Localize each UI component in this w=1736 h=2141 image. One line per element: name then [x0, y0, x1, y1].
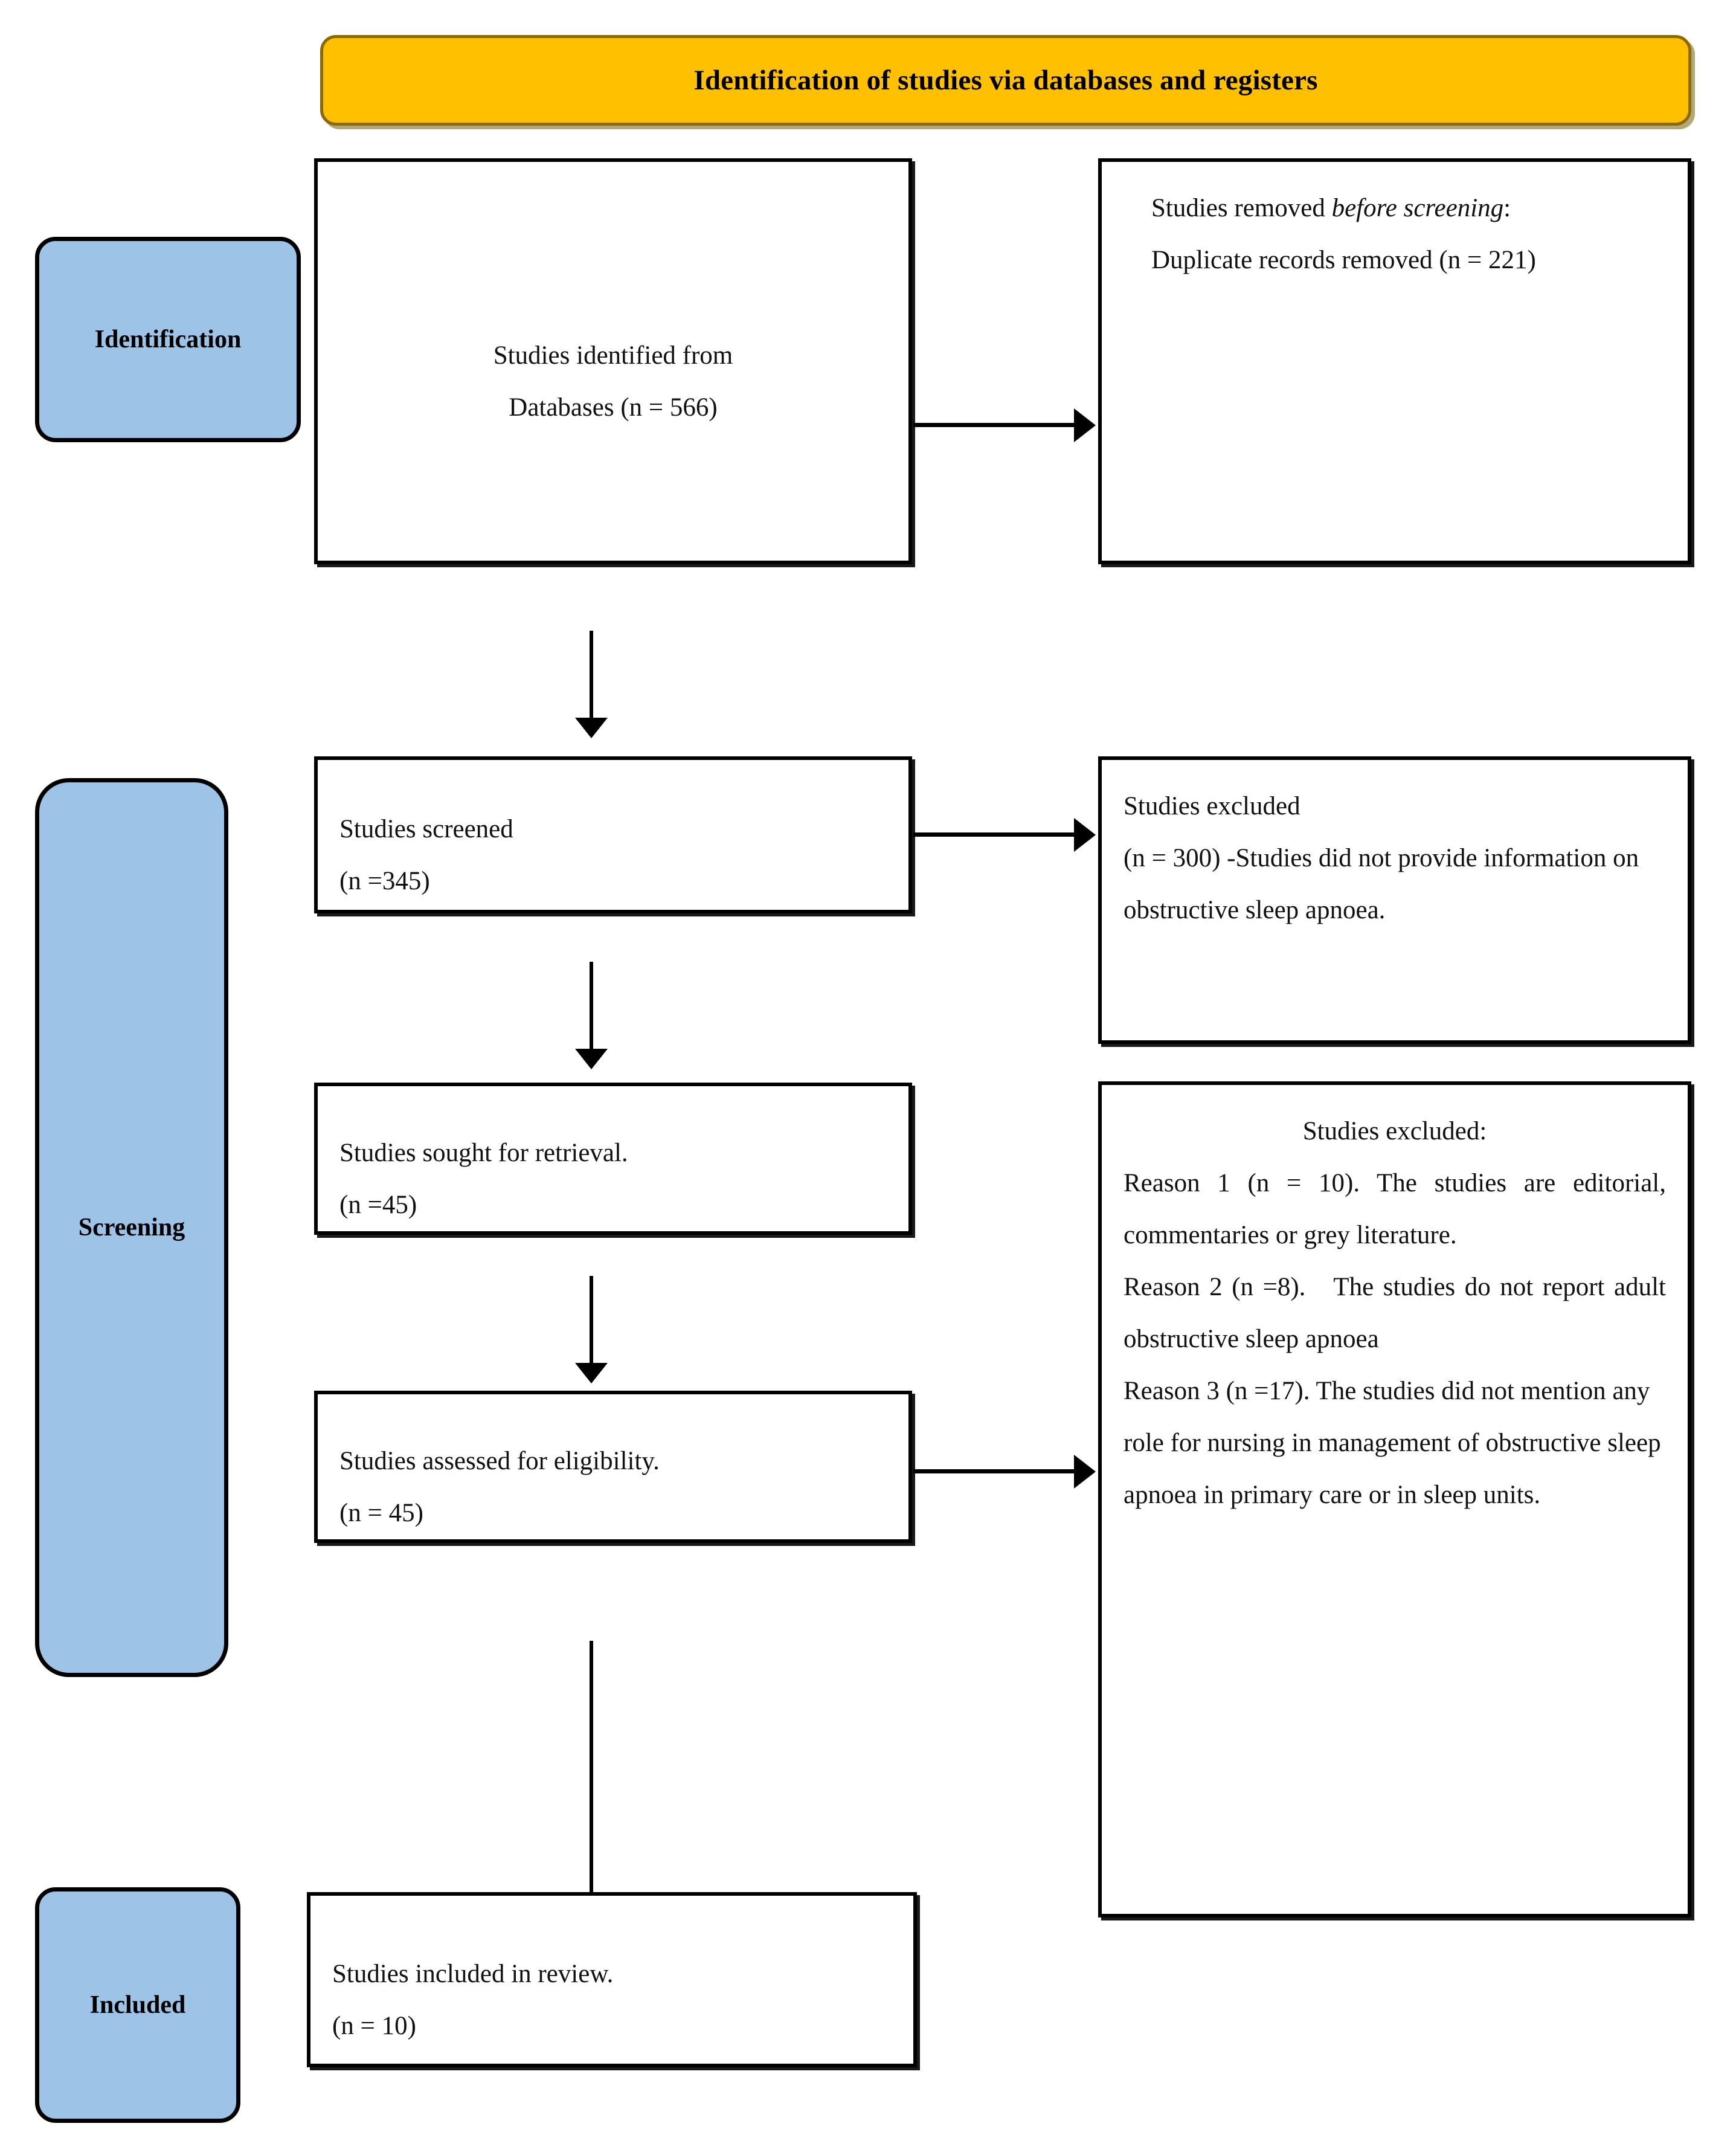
studies-sought-line-2: (n =45)	[339, 1191, 417, 1219]
arrow-assessed-to-included	[590, 1641, 593, 1901]
studies-screened-line-2: (n =345)	[339, 867, 430, 895]
node-studies-assessed-for-eligibility: Studies assessed for eligibility. (n = 4…	[314, 1391, 912, 1543]
studies-assessed-line-1: Studies assessed for eligibility.	[339, 1447, 660, 1475]
node-studies-assessed-body: Studies assessed for eligibility. (n = 4…	[318, 1394, 908, 1580]
excluded-eligibility-reason-3: Reason 3 (n =17). The studies did not me…	[1124, 1377, 1661, 1509]
banner-title: Identification of studies via databases …	[693, 65, 1318, 96]
arrow-assessed-to-excluded-eligibility	[913, 1469, 1075, 1473]
node-studies-sought-body: Studies sought for retrieval. (n =45)	[318, 1086, 908, 1272]
studies-removed-heading-italic-2: screening	[1403, 194, 1504, 222]
node-studies-screened: Studies screened (n =345)	[314, 756, 912, 913]
studies-included-line-2: (n = 10)	[332, 2012, 416, 2040]
studies-removed-heading: Studies removed before screening:	[1124, 182, 1666, 234]
node-studies-removed-before-screening: Studies removed before screening: Duplic…	[1098, 158, 1691, 564]
excluded-eligibility-reason-1: Reason 1 (n = 10). The studies are edito…	[1124, 1169, 1666, 1249]
node-studies-excluded-eligibility-body: Studies excluded: Reason 1 (n = 10). The…	[1102, 1085, 1688, 1542]
arrow-screened-to-sought	[590, 962, 593, 1051]
banner-identification-header: Identification of studies via databases …	[320, 35, 1691, 126]
studies-screened-line-1: Studies screened	[339, 815, 513, 843]
stage-label-included: Included	[35, 1887, 240, 2123]
excluded-screening-line-1: Studies excluded	[1124, 792, 1300, 820]
arrow-identified-to-screened	[590, 631, 593, 720]
node-studies-included-in-review: Studies included in review. (n = 10)	[307, 1892, 917, 2067]
stage-screening-text: Screening	[78, 1213, 185, 1241]
node-studies-identified: Studies identified from Databases (n = 5…	[314, 158, 912, 564]
studies-assessed-line-2: (n = 45)	[339, 1499, 423, 1527]
node-studies-sought-for-retrieval: Studies sought for retrieval. (n =45)	[314, 1083, 912, 1235]
node-studies-excluded-screening-body: Studies excluded (n = 300) -Studies did …	[1102, 760, 1688, 957]
node-studies-screened-body: Studies screened (n =345)	[318, 760, 908, 951]
node-studies-included-body: Studies included in review. (n = 10)	[310, 1896, 913, 2105]
arrow-identified-to-removed	[913, 423, 1075, 427]
studies-removed-duplicates: Duplicate records removed (n = 221)	[1151, 246, 1536, 274]
stage-included-text: Included	[89, 1991, 186, 2019]
studies-identified-line-1: Studies identified from	[493, 341, 733, 370]
excluded-eligibility-heading: Studies excluded:	[1302, 1117, 1487, 1145]
stage-label-identification: Identification	[35, 237, 301, 442]
arrow-screened-to-excluded	[913, 832, 1075, 837]
excluded-eligibility-reason-2: Reason 2 (n =8). The studies do not repo…	[1124, 1273, 1666, 1353]
studies-sought-line-1: Studies sought for retrieval.	[339, 1139, 628, 1167]
node-studies-identified-body: Studies identified from Databases (n = 5…	[318, 162, 908, 602]
arrow-sought-to-assessed	[590, 1276, 593, 1365]
node-studies-excluded-eligibility: Studies excluded: Reason 1 (n = 10). The…	[1098, 1081, 1691, 1917]
node-studies-removed-body: Studies removed before screening: Duplic…	[1102, 162, 1688, 307]
studies-removed-heading-colon: :	[1503, 194, 1511, 222]
stage-identification-text: Identification	[94, 325, 242, 353]
excluded-screening-line-2: (n = 300) -Studies did not provide infor…	[1124, 844, 1639, 924]
stage-label-screening: Screening	[35, 778, 228, 1677]
studies-removed-heading-text: Studies removed	[1151, 194, 1332, 222]
node-studies-excluded-screening: Studies excluded (n = 300) -Studies did …	[1098, 756, 1691, 1044]
studies-identified-line-2: Databases (n = 566)	[509, 393, 718, 422]
studies-included-line-1: Studies included in review.	[332, 1960, 614, 1988]
studies-removed-heading-italic: before	[1331, 194, 1397, 222]
